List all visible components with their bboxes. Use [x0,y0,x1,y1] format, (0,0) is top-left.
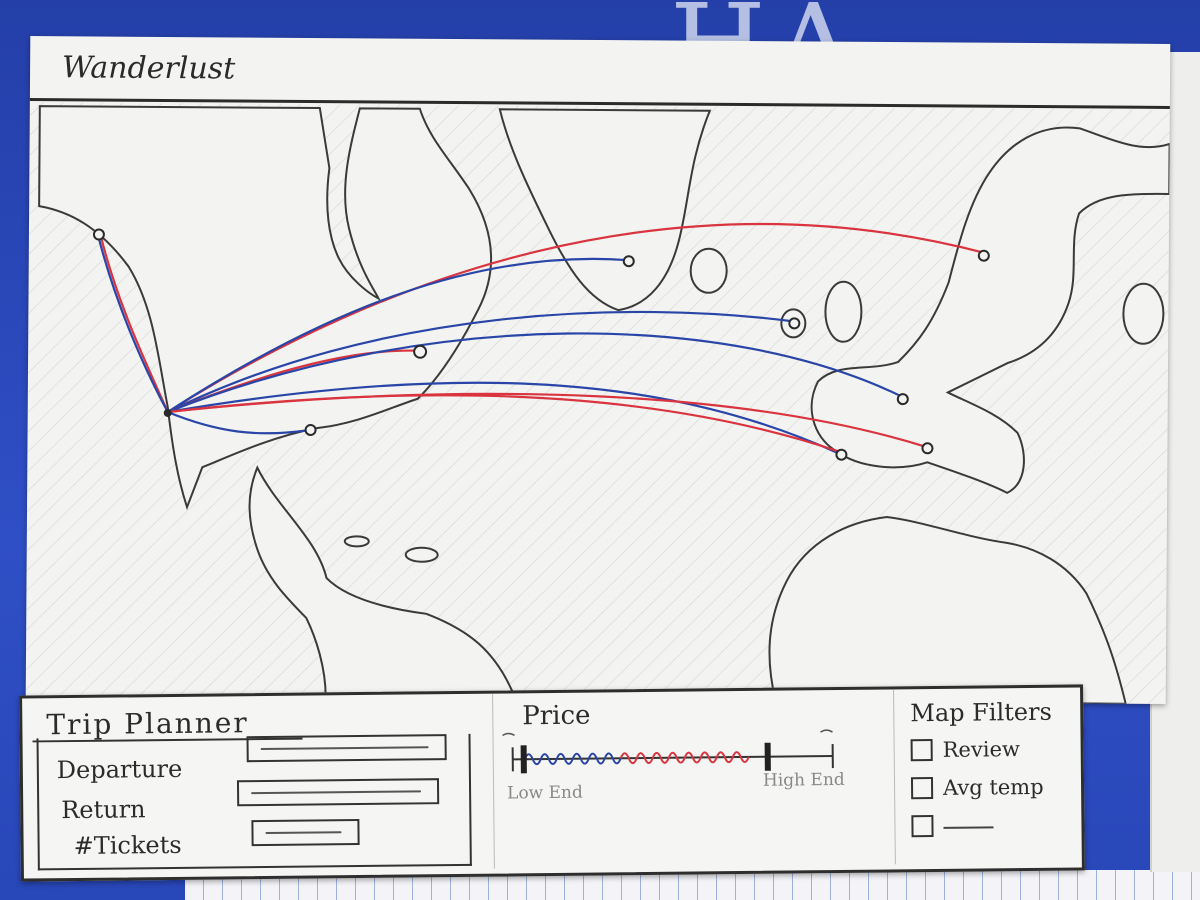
background-notebook [185,870,1200,900]
island-east [1122,282,1165,345]
departure-label: Departure [56,754,183,785]
origin-pin[interactable] [163,408,172,417]
app-window: Wanderlust [25,36,1171,704]
route-blue [97,237,169,414]
filter-avg-temp-checkbox[interactable] [910,777,934,800]
filter-avg-temp-label: Avg temp [942,774,1044,800]
destination-pin[interactable] [413,344,428,359]
north-america-landmass [38,105,493,511]
filter-review[interactable]: Review [910,734,1021,765]
slider-fill-blue [523,752,622,766]
south-america-landmass [248,465,518,701]
slider-fill-red [619,751,750,765]
destination-pin[interactable] [788,317,801,330]
destination-pin[interactable] [896,393,909,406]
filter-review-checkbox[interactable] [910,739,933,762]
map-filters-title: Map Filters [910,697,1052,728]
destination-pin[interactable] [977,249,990,262]
route-blue [166,381,841,455]
price-low-label: Low End [507,782,583,804]
slider-min-mark [502,732,515,737]
route-blue [166,332,904,414]
departure-input[interactable] [246,734,447,763]
flight-routes[interactable] [97,219,985,455]
return-input[interactable] [236,778,440,807]
filter-review-label: Review [942,737,1021,762]
destination-pin[interactable] [622,255,635,268]
island-cuba [343,535,370,548]
island-iceland [689,247,728,294]
price-high-label: High End [762,769,845,791]
destination-pin[interactable] [304,423,317,436]
route-red [166,394,841,453]
tickets-label: #Tickets [73,830,182,861]
africa-landmass [768,516,1127,704]
island-hispaniola [404,546,439,563]
island-britain [824,280,863,343]
tickets-input[interactable] [251,819,360,847]
filter-placeholder-checkbox[interactable] [911,815,934,838]
greenland-landmass [498,108,712,312]
destination-pin[interactable] [835,448,848,461]
filter-placeholder[interactable] [911,810,994,841]
route-blue [166,410,311,435]
slider-track [512,755,833,761]
destination-pins [92,228,990,461]
route-blue [166,310,795,414]
destination-pin[interactable] [921,442,934,455]
world-map[interactable] [25,36,1171,704]
slider-handle-low[interactable] [520,745,527,774]
control-panel: Trip Planner Departure Return #Tickets P… [19,684,1085,882]
price-title: Price [522,700,591,732]
return-label: Return [61,795,146,825]
filter-placeholder-label [943,826,994,829]
filter-avg-temp[interactable]: Avg temp [910,772,1044,803]
price-range-slider[interactable] [502,726,863,790]
destination-pin[interactable] [92,228,105,241]
route-red [166,223,985,414]
route-blue [166,257,630,414]
slider-max-mark [820,729,833,733]
slider-handle-high[interactable] [764,742,771,771]
route-red [99,235,169,414]
